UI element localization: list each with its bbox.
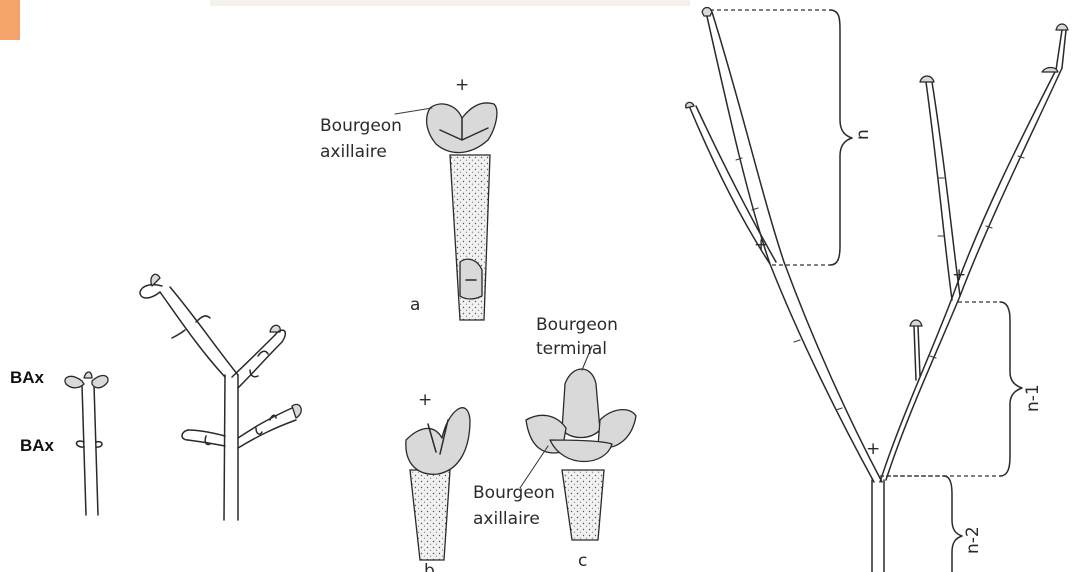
figure-b: + b [406,390,470,572]
plus-b: + [418,390,432,410]
fig-b-label: b [424,561,435,572]
plus-a: + [455,75,469,95]
bourgeon-terminal-line1: Bourgeon [536,315,618,335]
branched-stem-figure [140,274,301,520]
figure-a: + Bourgeon axillaire a [320,75,497,320]
top-shade [210,0,690,6]
bourgeon-terminal-line2: terminal [536,339,607,359]
bourgeon-axillaire-c-line2: axillaire [473,509,540,529]
bourgeon-axillaire-a-line1: Bourgeon [320,116,402,136]
segment-n1-label: n-1 [1023,384,1043,412]
plus-node-1: + [754,235,768,255]
figure-c: Bourgeon terminal Bourgeon axillaire c [473,315,636,571]
corner-accent [0,0,20,40]
simple-stem-figure: BAx BAx [10,368,108,515]
plus-node-2: + [952,265,966,285]
plus-node-3: + [866,439,880,459]
sympodial-branching-figure: + + + n n-1 n-2 [686,8,1068,572]
bourgeon-axillaire-c-line1: Bourgeon [473,483,555,503]
segment-n2-label: n-2 [963,526,983,554]
segment-n-label: n [853,129,873,140]
bax-bottom-label: BAx [20,436,55,455]
fig-c-label: c [578,551,587,571]
bax-top-label: BAx [10,368,45,387]
fig-a-label: a [410,295,420,315]
bourgeon-axillaire-a-line2: axillaire [320,142,387,162]
